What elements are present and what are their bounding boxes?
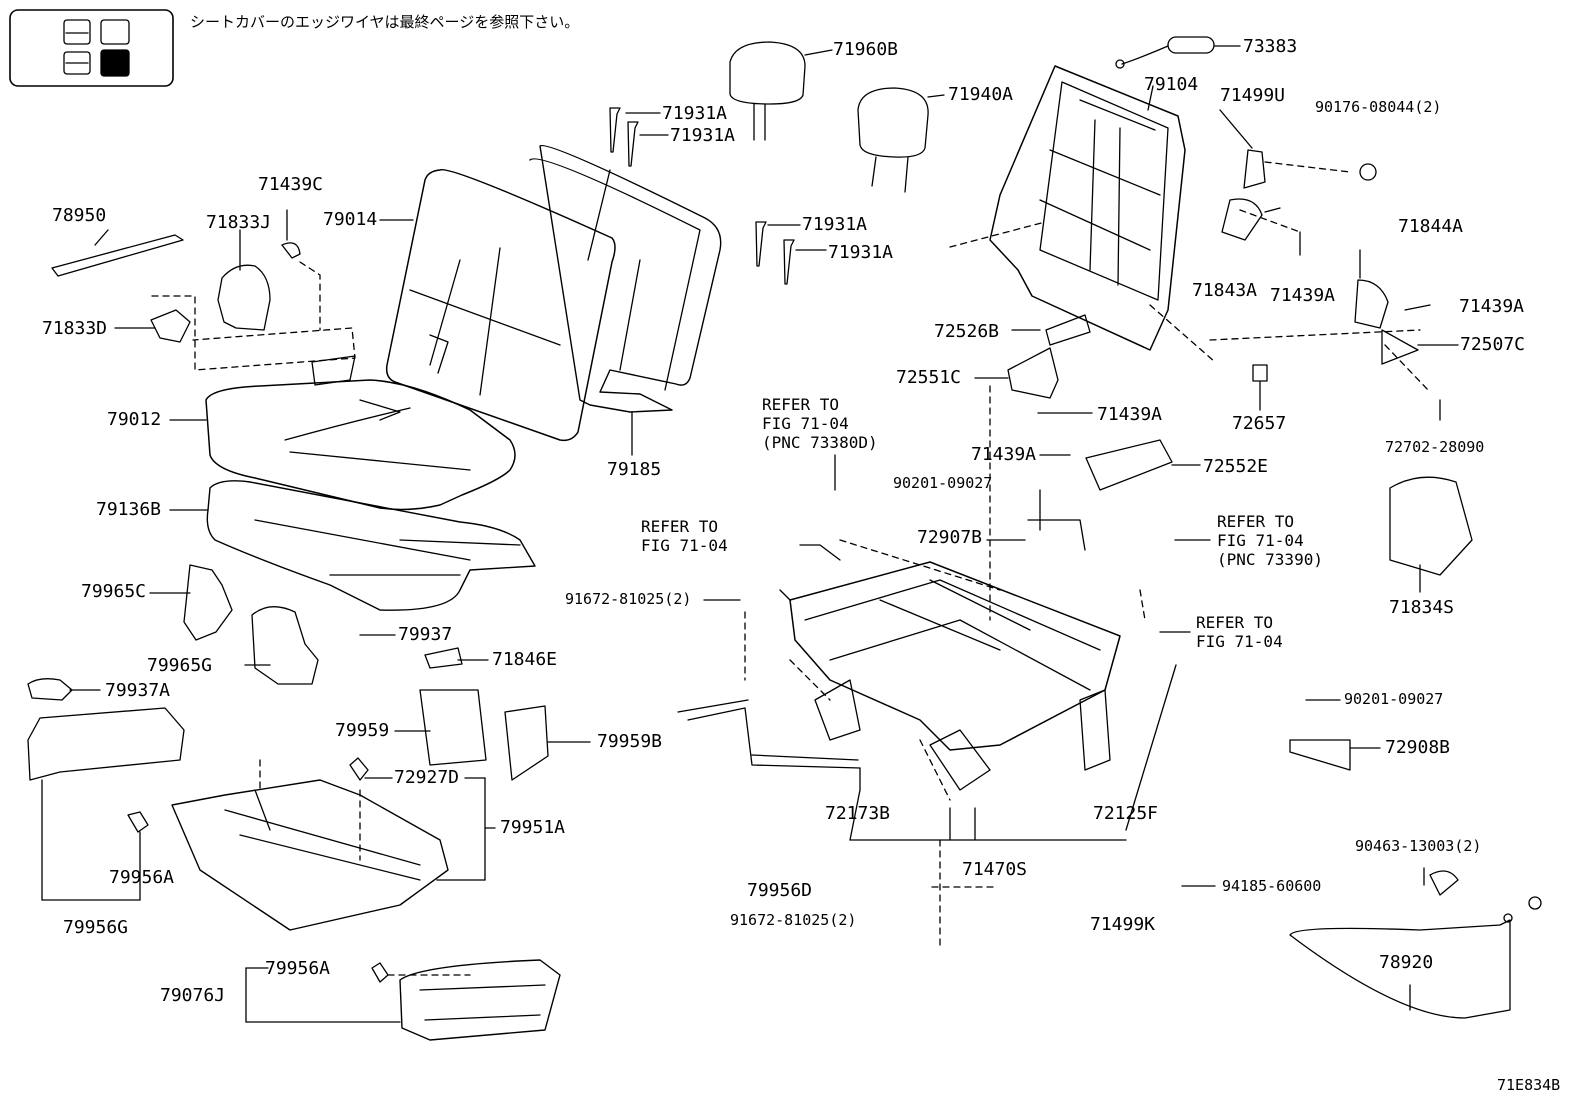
label-79956a-1: 79956A bbox=[109, 867, 175, 888]
seatback-pad-79014 bbox=[379, 168, 616, 442]
refer-note-73380d: REFER TO FIG 71-04 (PNC 73380D) bbox=[762, 395, 878, 452]
label-71960b: 71960B bbox=[833, 39, 899, 60]
label-72125f: 72125F bbox=[1093, 803, 1159, 824]
label-78950: 78950 bbox=[52, 205, 107, 226]
label-79136b: 79136B bbox=[96, 499, 162, 520]
label-71931a-4: 71931A bbox=[828, 242, 894, 263]
label-79012: 79012 bbox=[107, 409, 162, 430]
figure-code: 71E834B bbox=[1497, 1076, 1561, 1094]
label-91672-81025-2: 91672-81025(2) bbox=[730, 911, 857, 929]
label-78920: 78920 bbox=[1379, 952, 1434, 973]
label-71470s: 71470S bbox=[962, 859, 1028, 880]
seat-layout-icon bbox=[9, 9, 174, 87]
label-79956a-2: 79956A bbox=[265, 958, 331, 979]
label-72507c: 72507C bbox=[1460, 334, 1526, 355]
label-71439c: 71439C bbox=[258, 174, 324, 195]
label-79951a: 79951A bbox=[500, 817, 566, 838]
label-72907b: 72907B bbox=[917, 527, 983, 548]
trim-lower-left bbox=[27, 564, 561, 1041]
seat-adjuster-71470s bbox=[789, 561, 1121, 801]
refer-line: REFER TO bbox=[1196, 613, 1274, 632]
refer-line: REFER TO bbox=[762, 395, 840, 414]
label-79956d: 79956D bbox=[747, 880, 813, 901]
refer-note-71-04-left: REFER TO FIG 71-04 bbox=[641, 517, 728, 555]
label-71931a-3: 71931A bbox=[802, 214, 868, 235]
refer-line: FIG 71-04 bbox=[1196, 632, 1283, 651]
label-79937a: 79937A bbox=[105, 680, 171, 701]
label-71940a: 71940A bbox=[948, 84, 1014, 105]
label-72551c: 72551C bbox=[896, 367, 962, 388]
label-71931a-1: 71931A bbox=[662, 103, 728, 124]
refer-line: (PNC 73380D) bbox=[762, 433, 878, 452]
seatback-cover-79185 bbox=[529, 144, 722, 456]
label-79965c: 79965C bbox=[81, 581, 147, 602]
covers-right bbox=[974, 149, 1473, 593]
label-90201-09027-2: 90201-09027 bbox=[1344, 690, 1444, 708]
label-90463-13003: 90463-13003(2) bbox=[1355, 837, 1482, 855]
label-71439a-4: 71439A bbox=[971, 444, 1037, 465]
label-79076j: 79076J bbox=[160, 985, 226, 1006]
refer-line: REFER TO bbox=[641, 517, 719, 536]
wire-72173b bbox=[677, 699, 861, 791]
label-79959: 79959 bbox=[335, 720, 390, 741]
trim-covers-left bbox=[51, 209, 356, 386]
label-90201-09027-1: 90201-09027 bbox=[893, 474, 993, 492]
cable-73383 bbox=[1115, 36, 1241, 69]
label-94185-60600: 94185-60600 bbox=[1222, 877, 1322, 895]
label-71499k: 71499K bbox=[1090, 914, 1156, 935]
label-79185: 79185 bbox=[607, 459, 662, 480]
label-72927d: 72927D bbox=[394, 767, 460, 788]
label-73383: 73383 bbox=[1243, 36, 1298, 57]
label-79959b: 79959B bbox=[597, 731, 663, 752]
label-79937: 79937 bbox=[398, 624, 453, 645]
label-71833d: 71833D bbox=[42, 318, 108, 339]
label-71439a-1: 71439A bbox=[1270, 285, 1336, 306]
label-79956g: 79956G bbox=[63, 917, 129, 938]
label-90176-08044: 90176-08044(2) bbox=[1315, 98, 1442, 116]
seat-cushion-pad-79136b bbox=[169, 480, 536, 611]
headrest-71940a bbox=[857, 87, 945, 193]
label-79104: 79104 bbox=[1144, 74, 1199, 95]
label-71931a-2: 71931A bbox=[670, 125, 736, 146]
refer-line: REFER TO bbox=[1217, 512, 1295, 531]
label-72702-28090: 72702-28090 bbox=[1385, 438, 1485, 456]
label-71846e: 71846E bbox=[492, 649, 558, 670]
label-71833j: 71833J bbox=[206, 212, 272, 233]
label-71439a-2: 71439A bbox=[1459, 296, 1525, 317]
header-note: シートカバーのエッジワイヤは最終ページを参照下さい。 bbox=[190, 13, 580, 31]
label-71834s: 71834S bbox=[1389, 597, 1455, 618]
refer-note-73390: REFER TO FIG 71-04 (PNC 73390) bbox=[1217, 512, 1323, 569]
refer-line: FIG 71-04 bbox=[762, 414, 849, 433]
label-72657: 72657 bbox=[1232, 413, 1287, 434]
label-71843a: 71843A bbox=[1192, 280, 1258, 301]
label-71844a: 71844A bbox=[1398, 216, 1464, 237]
label-72908b: 72908B bbox=[1385, 737, 1451, 758]
headrest-guides bbox=[609, 107, 827, 285]
label-91672-81025-1: 91672-81025(2) bbox=[565, 590, 692, 608]
refer-line: FIG 71-04 bbox=[1217, 531, 1304, 550]
label-72552e: 72552E bbox=[1203, 456, 1269, 477]
refer-note-71-04-right: REFER TO FIG 71-04 bbox=[1196, 613, 1283, 651]
label-72173b: 72173B bbox=[825, 803, 891, 824]
label-79965g: 79965G bbox=[147, 655, 213, 676]
label-72526b: 72526B bbox=[934, 321, 1000, 342]
seatback-frame-79104 bbox=[989, 65, 1186, 351]
label-71439a-3: 71439A bbox=[1097, 404, 1163, 425]
seat-cushion-79012 bbox=[169, 379, 516, 511]
label-79014: 79014 bbox=[323, 209, 378, 230]
headrest-71960b bbox=[729, 41, 833, 141]
refer-line: (PNC 73390) bbox=[1217, 550, 1323, 569]
leader-lines bbox=[41, 109, 1542, 1023]
refer-line: FIG 71-04 bbox=[641, 536, 728, 555]
label-71499u: 71499U bbox=[1220, 85, 1286, 106]
